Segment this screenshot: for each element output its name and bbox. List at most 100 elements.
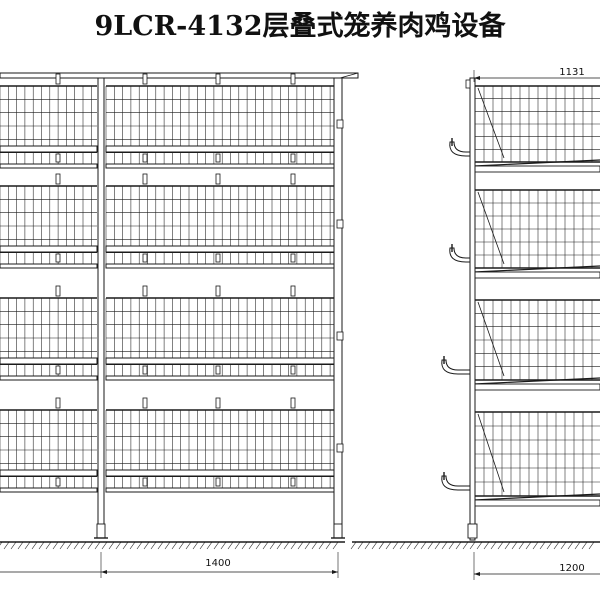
ground-hatch bbox=[448, 541, 455, 550]
ground-hatch bbox=[539, 541, 546, 550]
ground-hatch bbox=[483, 541, 490, 550]
front-width-dimension: 1400 bbox=[205, 558, 230, 569]
cage-floor bbox=[473, 377, 600, 385]
cage-floor bbox=[473, 159, 600, 167]
ground-hatch bbox=[220, 541, 227, 550]
dropping-tray bbox=[105, 163, 338, 169]
support-clip bbox=[55, 365, 61, 375]
ground-hatch bbox=[392, 541, 399, 550]
ground-hatch bbox=[304, 541, 311, 550]
ground-hatch bbox=[17, 541, 24, 550]
dropping-tray bbox=[105, 487, 338, 493]
cage-mesh bbox=[0, 297, 97, 379]
ground-hatch bbox=[269, 541, 276, 550]
dropping-tray bbox=[0, 163, 98, 169]
nipple-bracket bbox=[142, 397, 148, 409]
ground-hatch bbox=[241, 541, 248, 550]
ground-hatch bbox=[59, 541, 66, 550]
ground-hatch bbox=[441, 541, 448, 550]
nipple-bracket bbox=[290, 285, 296, 297]
nipple-bracket bbox=[215, 397, 221, 409]
side-tier bbox=[449, 189, 600, 279]
nipple-bracket bbox=[215, 285, 221, 297]
column-bracket bbox=[336, 119, 344, 129]
ground-hatch bbox=[3, 541, 10, 550]
side-brace bbox=[477, 301, 505, 377]
front-tier bbox=[0, 173, 338, 269]
dropping-tray bbox=[0, 375, 98, 381]
ground-hatch bbox=[385, 541, 392, 550]
ground-hatch bbox=[45, 541, 52, 550]
support-clip bbox=[55, 477, 61, 487]
feeder-trough bbox=[105, 145, 338, 153]
ground-hatch bbox=[518, 541, 525, 550]
ground-hatch bbox=[248, 541, 255, 550]
feeder-trough bbox=[441, 359, 474, 375]
ground-hatch bbox=[157, 541, 164, 550]
ground-hatch bbox=[497, 541, 504, 550]
ground-hatch bbox=[283, 541, 290, 550]
ground-hatch bbox=[38, 541, 45, 550]
cage-mesh bbox=[105, 185, 337, 267]
cage-mesh bbox=[105, 85, 337, 167]
nipple-bracket bbox=[290, 397, 296, 409]
dropping-tray bbox=[473, 165, 600, 173]
ground-hatch bbox=[525, 541, 532, 550]
ground-hatch bbox=[511, 541, 518, 550]
ground-hatch bbox=[581, 541, 588, 550]
support-clip bbox=[142, 477, 148, 487]
ground-hatch bbox=[199, 541, 206, 550]
feeder-trough bbox=[105, 357, 338, 365]
nipple-bracket bbox=[142, 173, 148, 185]
feeder-trough bbox=[0, 357, 98, 365]
ground-hatch bbox=[462, 541, 469, 550]
feeder-trough bbox=[105, 245, 338, 253]
ground-hatch bbox=[318, 541, 325, 550]
dim-arrow bbox=[101, 570, 107, 574]
nipple-bracket bbox=[215, 173, 221, 185]
ground-hatch bbox=[553, 541, 560, 550]
front-view bbox=[0, 72, 359, 578]
nipple-bracket bbox=[290, 173, 296, 185]
ground-hatch bbox=[325, 541, 332, 550]
cage-floor bbox=[473, 493, 600, 501]
support-clip bbox=[290, 365, 296, 375]
dim-arrow bbox=[474, 572, 480, 576]
nipple-bracket bbox=[215, 73, 221, 85]
side-frame-column bbox=[469, 77, 476, 541]
feeder-trough bbox=[0, 469, 98, 477]
ground-hatch bbox=[10, 541, 17, 550]
dropping-tray bbox=[473, 271, 600, 279]
feeder-trough bbox=[0, 145, 98, 153]
drawing-title: 9LCR-4132层叠式笼养肉鸡设备 bbox=[94, 11, 506, 42]
ground-hatch bbox=[31, 541, 38, 550]
cage-floor bbox=[473, 265, 600, 273]
support-clip bbox=[142, 153, 148, 163]
ground-hatch bbox=[567, 541, 574, 550]
ground-hatch bbox=[490, 541, 497, 550]
column-bracket bbox=[336, 331, 344, 341]
side-foot bbox=[467, 523, 478, 539]
side-view bbox=[350, 70, 600, 580]
front-tier bbox=[0, 285, 338, 381]
side-top-dimension: 1131 bbox=[559, 67, 584, 78]
nipple-bracket bbox=[142, 73, 148, 85]
ground-hatch bbox=[350, 541, 357, 550]
column-bracket bbox=[336, 219, 344, 229]
ground-hatch bbox=[332, 541, 339, 550]
feeder-trough bbox=[0, 245, 98, 253]
support-clip bbox=[55, 253, 61, 263]
ground-hatch bbox=[311, 541, 318, 550]
ground-hatch bbox=[290, 541, 297, 550]
cage-mesh bbox=[105, 409, 337, 491]
column-foot bbox=[96, 523, 106, 539]
feeder-trough bbox=[105, 469, 338, 477]
ground-hatch bbox=[101, 541, 108, 550]
ground-hatch bbox=[297, 541, 304, 550]
cage-mesh bbox=[0, 409, 97, 491]
ground-hatch bbox=[213, 541, 220, 550]
ground-hatch bbox=[178, 541, 185, 550]
column-bracket bbox=[336, 443, 344, 453]
ground-hatch bbox=[80, 541, 87, 550]
